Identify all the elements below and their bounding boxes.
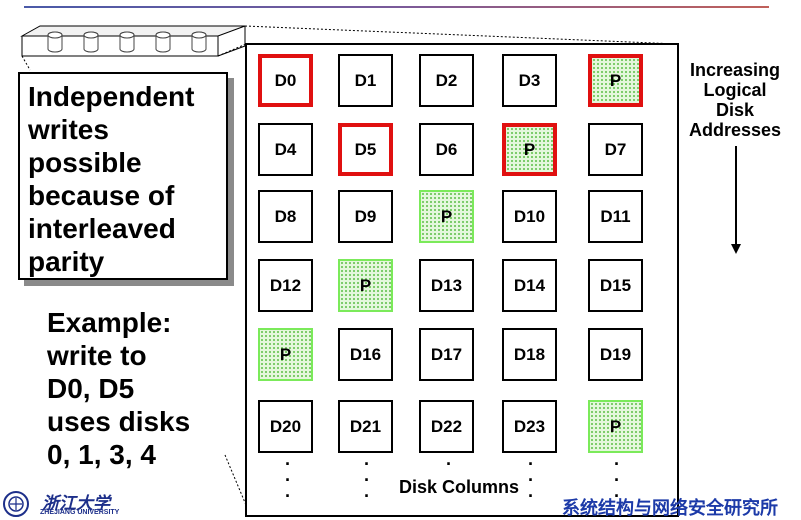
data-block: D6 xyxy=(419,123,474,176)
data-block: D19 xyxy=(588,328,643,381)
data-block: D1 xyxy=(338,54,393,107)
data-block: D4 xyxy=(258,123,313,176)
example-line: uses disks xyxy=(47,406,191,437)
side-label-line: Increasing xyxy=(689,60,781,80)
continuation-dots: ··· xyxy=(285,454,291,506)
example-line: D0, D5 xyxy=(47,373,135,404)
data-block: D23 xyxy=(502,400,557,453)
callout-line: interleaved xyxy=(28,213,176,244)
data-block: D3 xyxy=(502,54,557,107)
zju-seal-icon xyxy=(3,491,29,517)
callout-line: writes xyxy=(28,114,109,145)
disk-columns-label: Disk Columns xyxy=(397,477,522,498)
side-label-line: Logical xyxy=(703,80,767,100)
data-block: D21 xyxy=(338,400,393,453)
data-block: D22 xyxy=(419,400,474,453)
increasing-addresses-label: Increasing Logical Disk Addresses xyxy=(680,60,790,140)
lab-name: 系统结构与网络安全研究所 xyxy=(562,498,778,519)
zju-name: ZHEJIANG UNIVERSITY xyxy=(40,509,120,516)
data-block: D14 xyxy=(502,259,557,312)
side-label-line: Addresses xyxy=(688,120,782,140)
parity-block: P xyxy=(588,54,643,107)
data-block: D13 xyxy=(419,259,474,312)
example-text: Example: write to D0, D5 uses disks 0, 1… xyxy=(47,306,190,471)
independent-writes-callout: Independent writes possible because of i… xyxy=(18,72,228,280)
down-arrow-icon xyxy=(735,146,737,246)
data-block: D9 xyxy=(338,190,393,243)
data-block: D16 xyxy=(338,328,393,381)
data-block: D11 xyxy=(588,190,643,243)
zju-logo-text: 浙江大学 xyxy=(42,494,110,514)
data-block: D20 xyxy=(258,400,313,453)
parity-block: P xyxy=(502,123,557,176)
down-arrowhead-icon xyxy=(731,244,741,254)
callout-line: Independent xyxy=(28,81,195,112)
continuation-dots: ··· xyxy=(614,454,620,506)
data-block: D5 xyxy=(338,123,393,176)
callout-line: because of xyxy=(28,180,175,211)
data-block: D18 xyxy=(502,328,557,381)
side-label-line: Disk xyxy=(715,100,755,120)
header-rule xyxy=(24,6,769,8)
data-block: D8 xyxy=(258,190,313,243)
data-block: D12 xyxy=(258,259,313,312)
parity-block: P xyxy=(419,190,474,243)
data-block: D2 xyxy=(419,54,474,107)
parity-block: P xyxy=(588,400,643,453)
callout-line: possible xyxy=(28,147,142,178)
continuation-dots: ··· xyxy=(364,454,370,506)
data-block: D10 xyxy=(502,190,557,243)
example-line: 0, 1, 3, 4 xyxy=(47,439,156,470)
parity-block: P xyxy=(338,259,393,312)
callout-line: parity xyxy=(28,246,105,277)
data-block: D15 xyxy=(588,259,643,312)
parity-block: P xyxy=(258,328,313,381)
data-block: D17 xyxy=(419,328,474,381)
example-line: Example: xyxy=(47,307,172,338)
example-line: write to xyxy=(47,340,147,371)
data-block: D7 xyxy=(588,123,643,176)
data-block: D0 xyxy=(258,54,313,107)
continuation-dots: ··· xyxy=(528,454,534,506)
